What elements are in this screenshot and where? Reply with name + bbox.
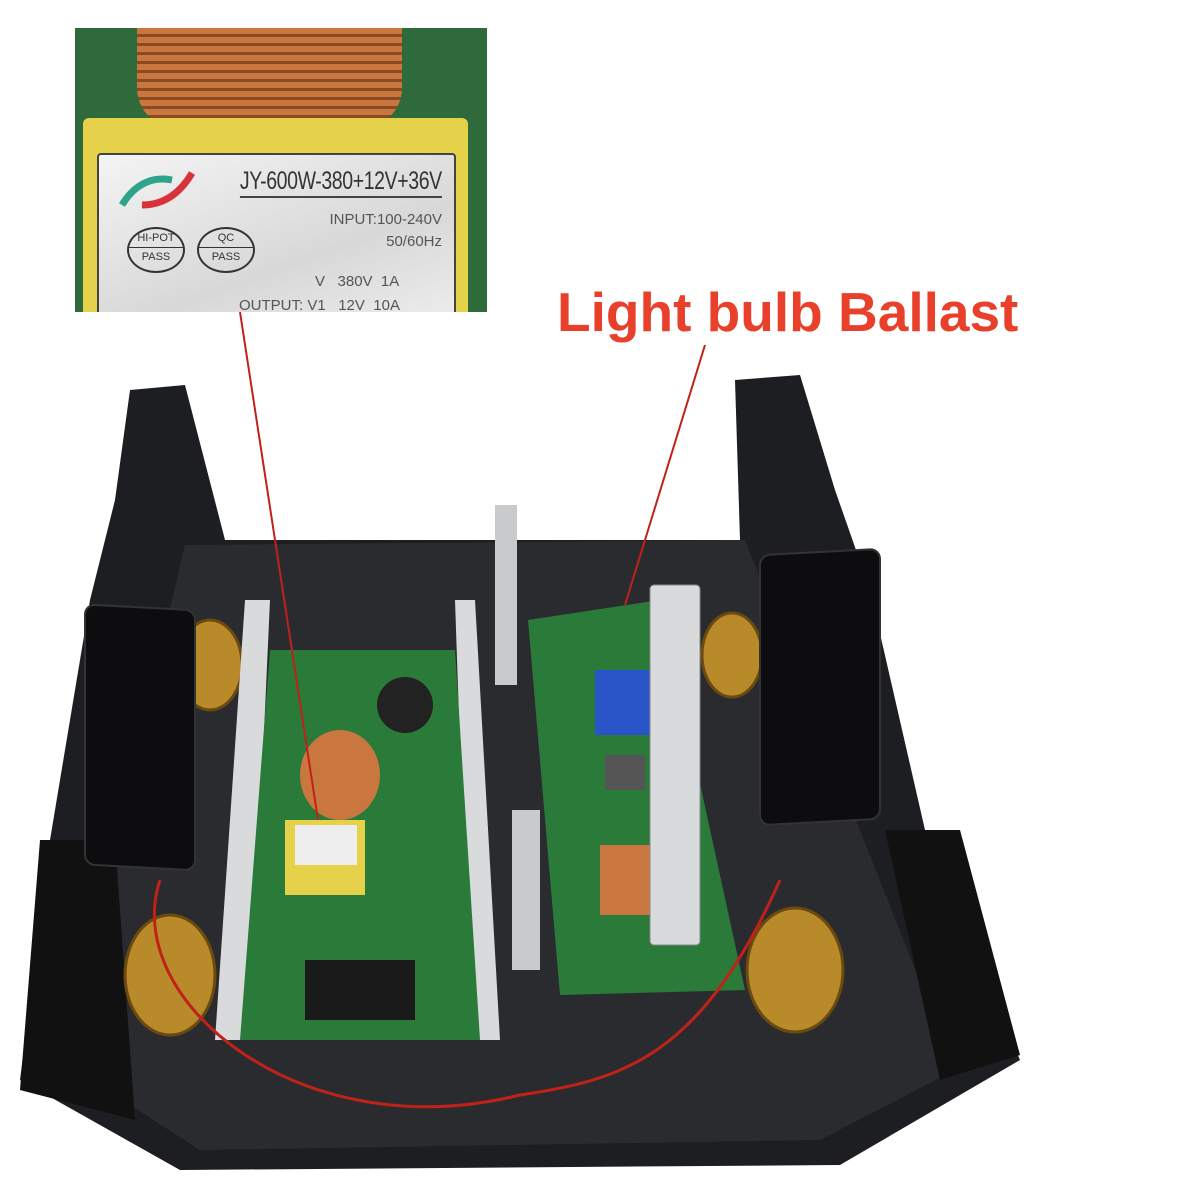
cooling-fans: [84, 548, 881, 871]
power-supply-board: [215, 600, 500, 1040]
fan-wire: [153, 879, 782, 1109]
output-row: V 380V 1A: [315, 273, 400, 290]
brand-logo-icon: [118, 171, 196, 209]
leader-line-ballast: [624, 344, 706, 606]
standoffs: [495, 505, 540, 970]
frequency-rating: 50/60Hz: [386, 233, 442, 250]
copper-coil: [137, 28, 402, 128]
leader-line-psu: [239, 311, 319, 821]
output-row: OUTPUT: V1 12V 10A: [239, 297, 400, 312]
spec-label: JY-600W-380+12V+36V INPUT:100-240V 50/60…: [97, 153, 456, 312]
input-rating: INPUT:100-240V: [329, 211, 442, 228]
callout-title: Light bulb Ballast: [557, 281, 1019, 343]
label-closeup-inset: JY-600W-380+12V+36V INPUT:100-240V 50/60…: [75, 28, 487, 312]
ballast-board: [528, 584, 745, 995]
mount-feet: [123, 611, 845, 1037]
model-number: JY-600W-380+12V+36V: [240, 167, 442, 198]
